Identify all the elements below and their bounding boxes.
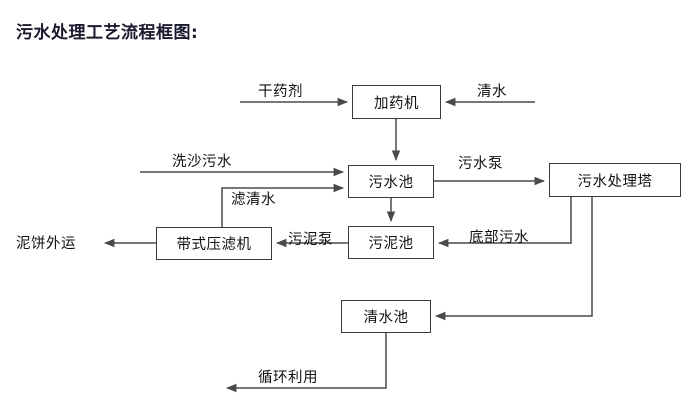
node-label: 清水池: [363, 310, 409, 326]
node-clean-water-pool[interactable]: 清水池: [341, 300, 431, 333]
edge-tower-to-clean-water-pool: [434, 197, 593, 321]
terminal-recycle-use: 循环利用: [258, 370, 318, 386]
terminal-mud-cake-out: 泥饼外运: [16, 236, 76, 252]
node-label: 污泥池: [368, 236, 414, 252]
edge-tower-to-sludge-pool: [437, 197, 572, 248]
node-wastewater-pool[interactable]: 污水池: [348, 165, 434, 198]
edge-clean-water-pool-to-recycle: [225, 333, 387, 393]
terminal-clean-water-in: 清水: [477, 84, 507, 100]
edge-label-sludge-pump: 污泥泵: [288, 232, 333, 248]
node-belt-filter-press[interactable]: 带式压滤机: [156, 227, 272, 260]
node-label: 带式压滤机: [176, 237, 252, 253]
edge-label-wastewater-pump: 污水泵: [458, 156, 503, 172]
node-label: 加药机: [374, 95, 419, 112]
node-sludge-pool[interactable]: 污泥池: [348, 226, 434, 259]
terminal-sand-wash-water: 洗沙污水: [172, 154, 232, 170]
page-title: 污水处理工艺流程框图:: [16, 23, 199, 43]
terminal-dry-chemical: 干药剂: [258, 84, 303, 100]
edge-filtrate-to-wastewater-pool: [221, 183, 345, 227]
edge-label-bottom-wastewater: 底部污水: [469, 230, 529, 246]
node-label: 污水池: [368, 175, 414, 191]
node-dosing-machine[interactable]: 加药机: [352, 85, 441, 119]
node-treatment-tower[interactable]: 污水处理塔: [549, 163, 681, 197]
node-label: 污水处理塔: [577, 173, 653, 190]
edge-label-filtrate: 滤清水: [231, 192, 276, 208]
